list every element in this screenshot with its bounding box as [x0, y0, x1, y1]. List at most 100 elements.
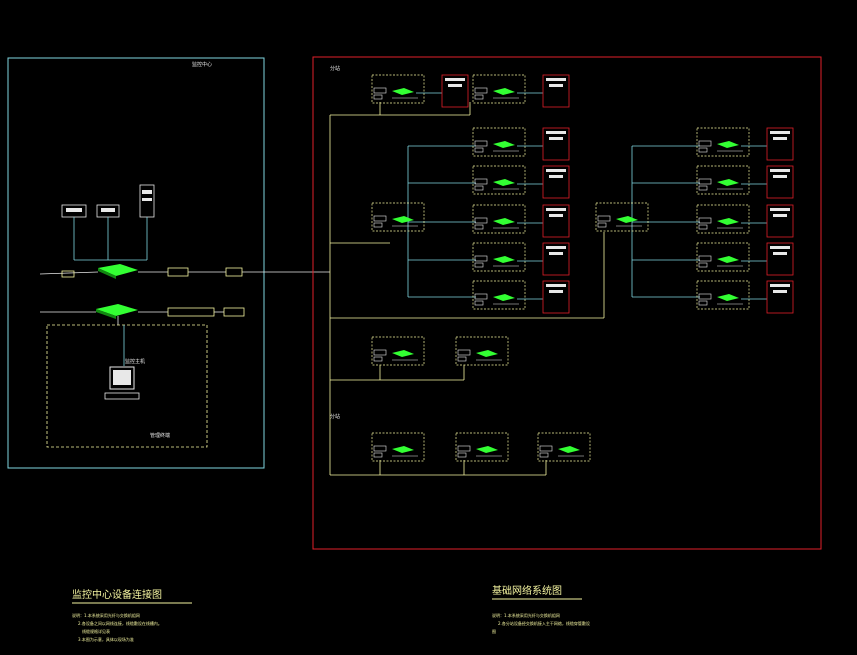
node-box: [537, 432, 591, 462]
node-switch-icon: [493, 179, 515, 186]
node-port-b: [474, 185, 484, 191]
node-port-b: [373, 452, 383, 458]
right-title: 基础网络系统图: [492, 584, 562, 597]
camera-box-label-bar: [549, 137, 563, 140]
node-switch-icon: [717, 179, 739, 186]
node-switch-icon: [392, 216, 414, 223]
access-switch: [96, 304, 138, 319]
node-switch-icon: [392, 88, 414, 95]
node-port-b: [474, 224, 484, 230]
monitor-icon: [104, 366, 140, 400]
node-port-a: [373, 349, 387, 356]
camera-box: [542, 204, 570, 238]
node-switch-icon: [558, 446, 580, 453]
node-box: [455, 432, 509, 462]
node-port-b: [698, 262, 708, 268]
camera-box-label-bar: [770, 169, 790, 172]
node-switch-icon: [616, 216, 638, 223]
camera-box-label-bar: [448, 84, 462, 87]
node-port-b: [373, 94, 383, 100]
camera-box-label-bar: [773, 214, 787, 217]
node-port-a: [373, 215, 387, 222]
camera-box-label-bar: [770, 284, 790, 287]
server-tower: [139, 184, 155, 218]
center-corner-label: 监控中心: [192, 61, 212, 68]
node-port-a: [474, 217, 488, 224]
node-port-b: [698, 224, 708, 230]
camera-box-label-bar: [549, 84, 563, 87]
camera-box-label-bar: [445, 78, 465, 81]
camera-box: [766, 204, 794, 238]
node-port-a: [474, 87, 488, 94]
camera-box: [766, 165, 794, 199]
node-box: [455, 336, 509, 366]
optical-unit: [167, 267, 189, 277]
camera-box-label-bar: [546, 246, 566, 249]
node-port-a: [457, 445, 471, 452]
backbone: [329, 102, 605, 476]
node-port-a: [373, 445, 387, 452]
node-box: [696, 165, 750, 195]
node-port-a: [698, 255, 712, 262]
camera-box-label-bar: [549, 290, 563, 293]
node-switch-icon: [717, 218, 739, 225]
access-links: [40, 311, 224, 325]
node-switch-icon: [493, 141, 515, 148]
camera-box-label-bar: [546, 208, 566, 211]
node-switch-icon: [493, 88, 515, 95]
node-port-b: [373, 222, 383, 228]
node-port-a: [698, 293, 712, 300]
node-box: [472, 242, 526, 272]
node-box: [371, 74, 425, 104]
printer-a: [61, 204, 87, 218]
node-box: [696, 280, 750, 310]
field-frame: [312, 56, 822, 550]
node-port-b: [457, 356, 467, 362]
field-label-a: 分站: [330, 65, 340, 72]
node-port-b: [373, 356, 383, 362]
camera-box-label-bar: [773, 252, 787, 255]
node-switch-icon: [476, 350, 498, 357]
left-title: 监控中心设备连接图: [72, 588, 162, 601]
node-switch-icon: [493, 294, 515, 301]
right-note-3: 图: [492, 628, 496, 634]
nvr-box: [167, 307, 215, 317]
camera-box-label-bar: [546, 78, 566, 81]
node-box: [371, 432, 425, 462]
node-box: [472, 280, 526, 310]
node-box: [472, 204, 526, 234]
core-switch: [98, 264, 138, 279]
camera-box: [766, 280, 794, 314]
node-switch-icon: [717, 141, 739, 148]
node-switch-icon: [717, 294, 739, 301]
node-switch-icon: [476, 446, 498, 453]
node-switch-icon: [392, 446, 414, 453]
right-note-2: 2.各分站设备经交换机接入主干网络，线缆穿管敷设: [498, 620, 590, 626]
node-box: [472, 74, 526, 104]
camera-box-label-bar: [546, 284, 566, 287]
node-box: [595, 202, 649, 232]
camera-box-label-bar: [549, 252, 563, 255]
node-port-a: [698, 217, 712, 224]
camera-box-label-bar: [773, 137, 787, 140]
node-switch-icon: [392, 350, 414, 357]
node-box: [696, 204, 750, 234]
node-port-b: [698, 300, 708, 306]
node-switch-icon: [493, 256, 515, 263]
camera-box-label-bar: [549, 214, 563, 217]
camera-box: [441, 74, 469, 108]
node-switch-icon: [717, 256, 739, 263]
node-port-b: [539, 452, 549, 458]
node-port-a: [474, 140, 488, 147]
camera-box: [542, 74, 570, 108]
camera-box-label-bar: [546, 131, 566, 134]
node-box: [371, 202, 425, 232]
camera-box: [766, 242, 794, 276]
storage-box: [223, 307, 245, 317]
monitor-label: 监控主机: [125, 358, 145, 365]
node-port-a: [539, 445, 553, 452]
left-note-2: 2.各设备之间以网线连接，线缆敷设在线槽内。: [78, 620, 162, 626]
camera-box-label-bar: [770, 131, 790, 134]
camera-box-label-bar: [773, 175, 787, 178]
